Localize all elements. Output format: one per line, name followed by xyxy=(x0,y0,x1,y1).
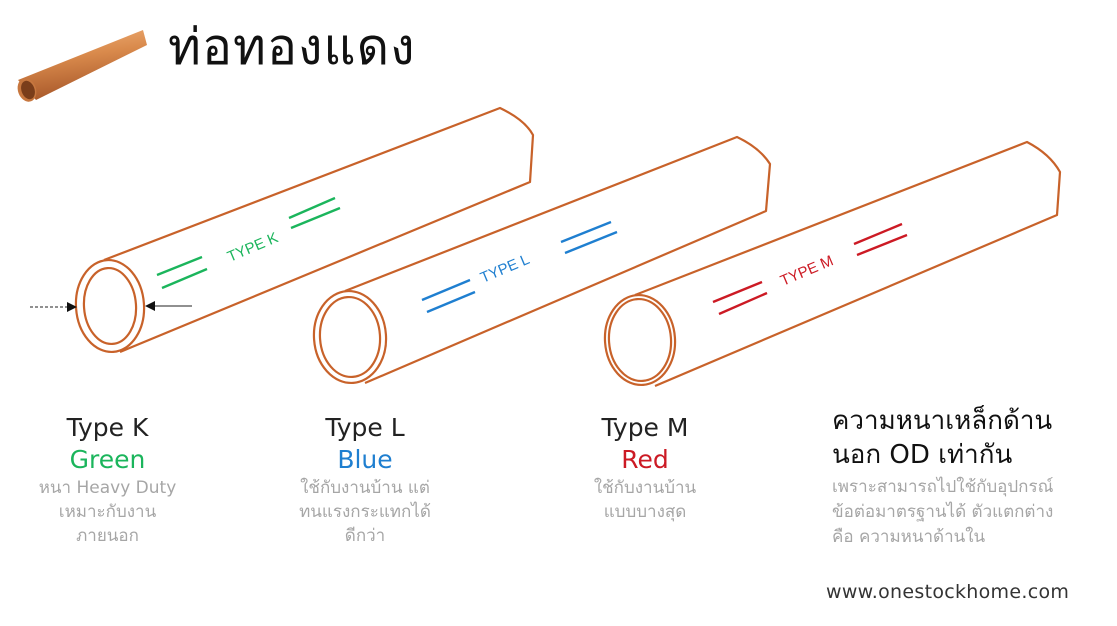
type-l-color: Blue xyxy=(337,445,393,474)
type-m-desc-2: แบบบางสุด xyxy=(603,502,687,522)
pipe-label-m: TYPE M xyxy=(778,252,836,289)
type-k-title: Type K xyxy=(66,413,149,442)
type-m-title: Type M xyxy=(601,413,689,442)
type-m-desc-1: ใช้กับงานบ้าน xyxy=(593,478,697,498)
note-heading-2: นอก OD เท่ากัน xyxy=(832,440,1013,470)
type-l-info: Type L Blue ใช้กับงานบ้าน แต่ ทนแรงกระแท… xyxy=(265,412,465,548)
note-body-2: ข้อต่อมาตรฐานได้ ตัวแตกต่าง xyxy=(832,502,1054,522)
type-k-desc-1: หนา Heavy Duty xyxy=(38,478,177,498)
type-k-desc-2: เหมาะกับงาน xyxy=(58,502,157,522)
copper-pipe-photo-icon xyxy=(17,30,147,102)
pipe-type-l xyxy=(312,135,772,385)
note-body-3: คือ ความหนาด้านใน xyxy=(832,527,986,547)
pipe-label-l: TYPE L xyxy=(478,251,532,287)
od-note: ความหนาเหล็กด้าน นอก OD เท่ากัน เพราะสาม… xyxy=(832,404,1117,550)
type-m-color: Red xyxy=(621,445,669,474)
type-l-desc-1: ใช้กับงานบ้าน แต่ xyxy=(300,478,430,498)
note-heading-1: ความหนาเหล็กด้าน xyxy=(832,406,1053,436)
type-k-color: Green xyxy=(69,445,146,474)
od-dimension-arrows xyxy=(30,301,192,312)
note-body-1: เพราะสามารถไปใช้กับอุปกรณ์ xyxy=(832,477,1054,497)
pipe-type-k xyxy=(74,106,535,354)
type-k-desc-3: ภายนอก xyxy=(76,526,139,546)
pipe-type-m xyxy=(603,140,1062,388)
page-title: ท่อทองแดง xyxy=(168,18,416,76)
type-l-desc-2: ทนแรงกระแทกได้ xyxy=(299,502,431,522)
type-l-title: Type L xyxy=(325,413,405,442)
pipe-label-k: TYPE K xyxy=(225,229,281,265)
website-link[interactable]: www.onestockhome.com xyxy=(826,581,1070,603)
type-k-info: Type K Green หนา Heavy Duty เหมาะกับงาน … xyxy=(20,412,195,548)
type-l-desc-3: ดีกว่า xyxy=(344,526,386,546)
type-m-info: Type M Red ใช้กับงานบ้าน แบบบางสุด xyxy=(565,412,725,524)
